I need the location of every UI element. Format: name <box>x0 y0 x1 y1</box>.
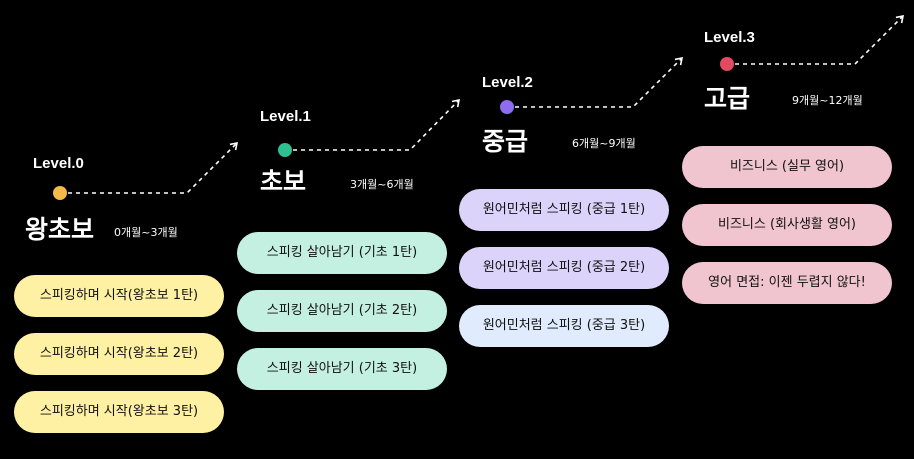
level-1-label: Level.1 <box>260 108 311 125</box>
course-pill-level-3-3[interactable]: 영어 면접: 이젠 두렵지 않다! <box>682 262 892 304</box>
course-pill-level-2-3[interactable]: 원어민처럼 스피킹 (중급 3탄) <box>459 305 669 347</box>
course-pill-level-0-3[interactable]: 스피킹하며 시작(왕초보 3탄) <box>14 391 224 433</box>
course-pill-level-0-1[interactable]: 스피킹하며 시작(왕초보 1탄) <box>14 275 224 317</box>
course-pill-level-2-2[interactable]: 원어민처럼 스피킹 (중급 2탄) <box>459 247 669 289</box>
level-1-duration: 3개월~6개월 <box>350 178 414 191</box>
level-0-label: Level.0 <box>33 155 84 172</box>
level-1-name: 초보 <box>260 167 307 196</box>
course-pill-level-3-2[interactable]: 비즈니스 (회사생활 영어) <box>682 204 892 246</box>
level-3-label: Level.3 <box>704 29 755 46</box>
level-3-name: 고급 <box>704 84 751 113</box>
course-pill-level-2-1[interactable]: 원어민처럼 스피킹 (중급 1탄) <box>459 189 669 231</box>
level-2-duration: 6개월~9개월 <box>572 137 636 150</box>
course-pill-level-1-2[interactable]: 스피킹 살아남기 (기초 2탄) <box>237 290 447 332</box>
level-3-duration: 9개월~12개월 <box>792 94 863 107</box>
level-2-name: 중급 <box>482 127 529 156</box>
course-pill-level-3-1[interactable]: 비즈니스 (실무 영어) <box>682 146 892 188</box>
level-0-duration: 0개월~3개월 <box>114 226 178 239</box>
course-pill-level-1-1[interactable]: 스피킹 살아남기 (기초 1탄) <box>237 232 447 274</box>
course-pill-level-0-2[interactable]: 스피킹하며 시작(왕초보 2탄) <box>14 333 224 375</box>
course-pill-level-1-3[interactable]: 스피킹 살아남기 (기초 3탄) <box>237 348 447 390</box>
level-2-label: Level.2 <box>482 74 533 91</box>
level-0-name: 왕초보 <box>25 215 95 244</box>
